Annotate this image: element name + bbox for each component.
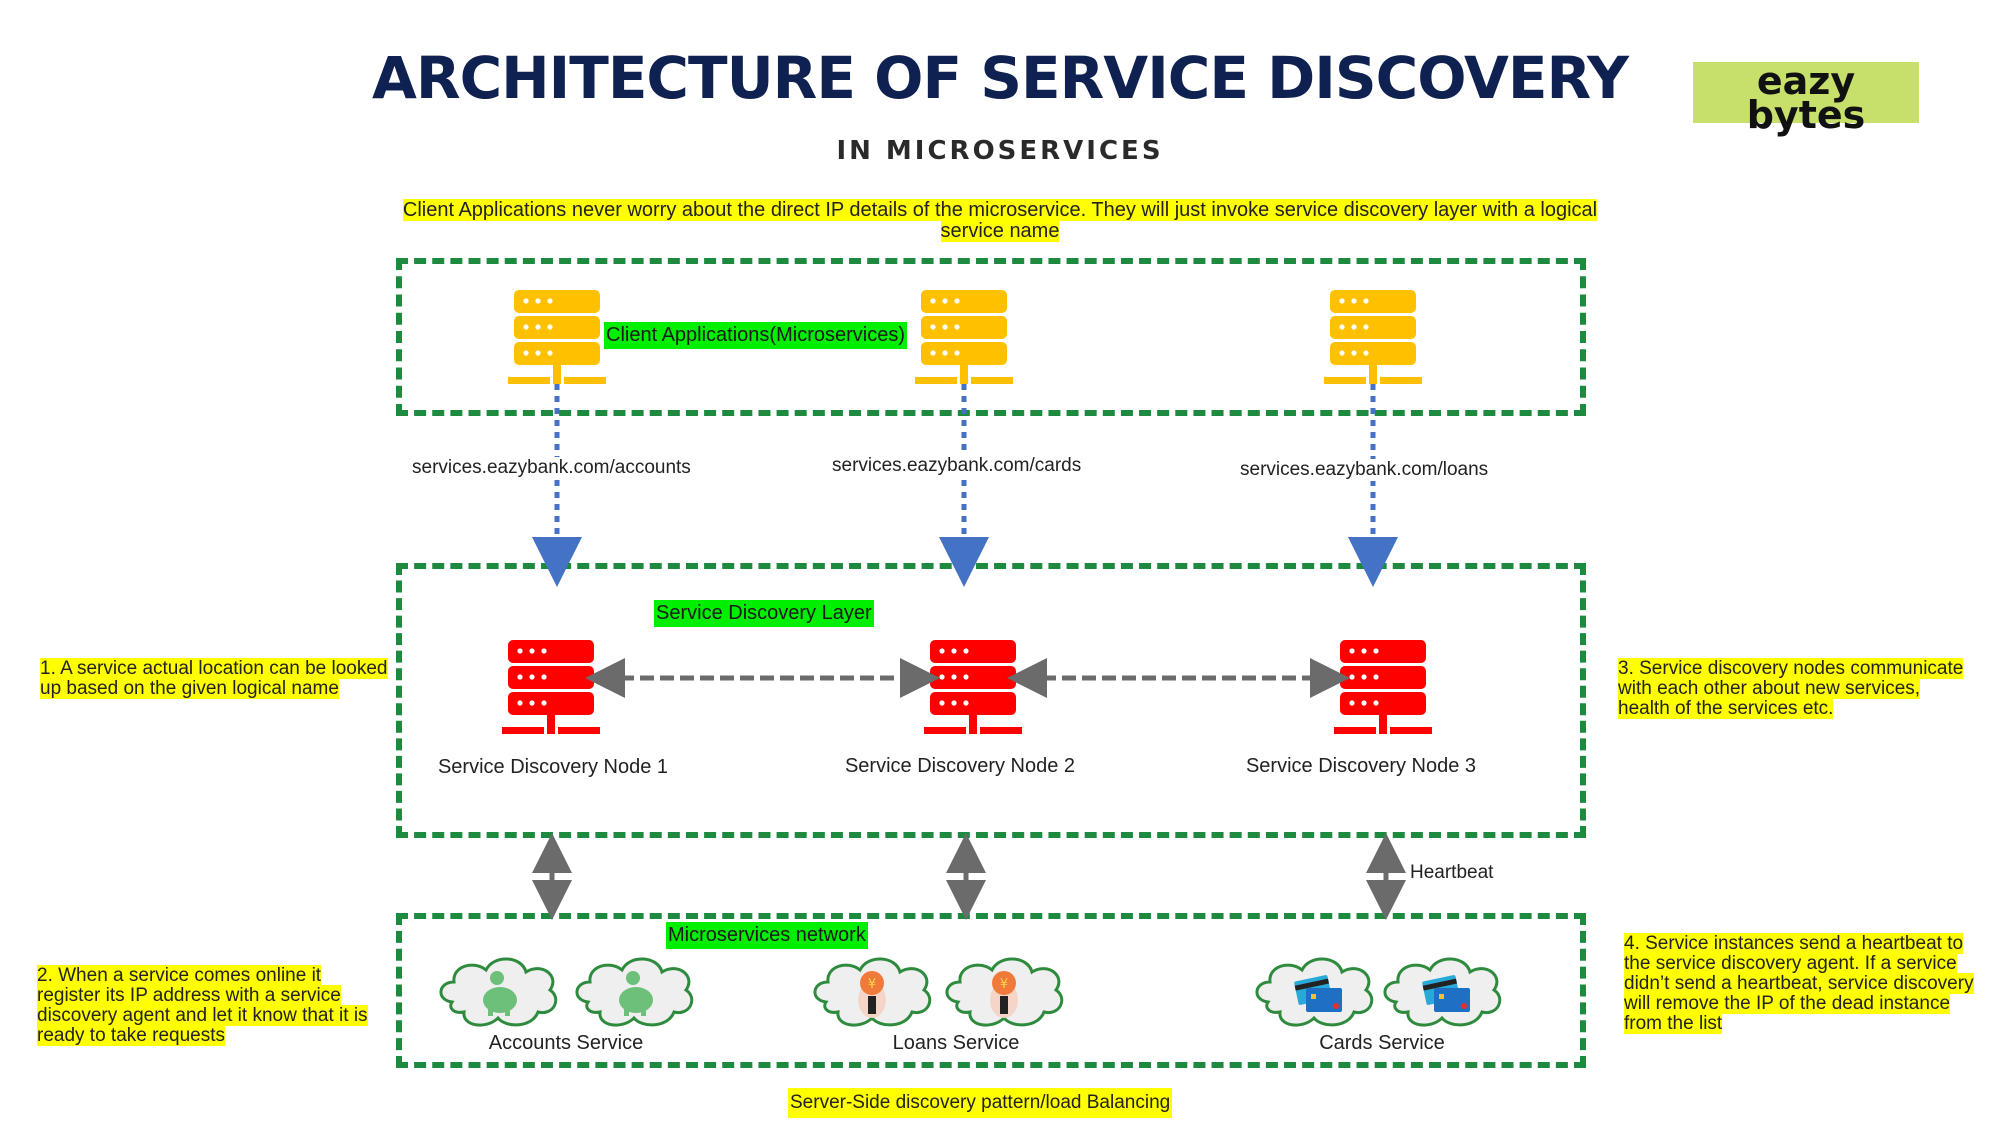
piggy-bank-icon — [619, 971, 653, 1016]
footer-pattern-note: Server-Side discovery pattern/load Balan… — [788, 1088, 1173, 1118]
client-server-icon-1 — [508, 290, 606, 384]
intro-note: Client Applications never worry about th… — [400, 199, 1600, 242]
credit-card-icon — [1294, 975, 1342, 1012]
piggy-bank-icon — [483, 971, 517, 1016]
note-2: 2. When a service comes online it regist… — [37, 965, 368, 1046]
url-cards: services.eazybank.com/cards — [832, 455, 1082, 477]
coin-carrier-icon: ¥ — [990, 971, 1018, 1018]
heartbeat-label: Heartbeat — [1410, 862, 1494, 883]
note-4: 4. Service instances send a heartbeat to… — [1624, 933, 1974, 1034]
service-label-cards: Cards Service — [1319, 1032, 1445, 1054]
microservices-network-box — [396, 913, 1586, 1068]
page-subtitle: IN MICROSERVICES — [836, 136, 1164, 166]
coin-carrier-icon: ¥ — [858, 971, 886, 1018]
note-1: 1. A service actual location can be look… — [40, 658, 388, 699]
client-server-icon-2 — [915, 290, 1013, 384]
service-label-loans: Loans Service — [892, 1032, 1020, 1054]
service-discovery-box — [396, 563, 1586, 838]
discovery-node-icon-2 — [924, 640, 1022, 734]
service-discovery-layer-tag: Service Discovery Layer — [654, 600, 874, 627]
svg-text:¥: ¥ — [868, 977, 876, 992]
microservices-network-tag: Microservices network — [666, 922, 868, 949]
service-label-accounts: Accounts Service — [488, 1032, 644, 1054]
logo-line-1: eazy — [1756, 59, 1856, 103]
discovery-node-icon-1 — [502, 640, 600, 734]
page-title: ARCHITECTURE OF SERVICE DISCOVERY — [372, 44, 1629, 112]
client-server-icon-3 — [1324, 290, 1422, 384]
discovery-node-label-3: Service Discovery Node 3 — [1245, 755, 1477, 777]
client-applications-box — [396, 258, 1586, 416]
discovery-node-label-2: Service Discovery Node 2 — [844, 755, 1076, 777]
svg-text:¥: ¥ — [1000, 977, 1008, 992]
note-3: 3. Service discovery nodes communicate w… — [1618, 658, 1964, 719]
credit-card-icon — [1422, 975, 1470, 1012]
url-loans: services.eazybank.com/loans — [1240, 459, 1489, 481]
discovery-node-label-1: Service Discovery Node 1 — [437, 756, 669, 778]
url-accounts: services.eazybank.com/accounts — [412, 457, 691, 479]
eazybytes-logo: eazy bytes — [1693, 59, 1919, 134]
logo-line-2: bytes — [1746, 93, 1866, 137]
discovery-node-icon-3 — [1334, 640, 1432, 734]
client-applications-tag: Client Applications(Microservices) — [604, 322, 907, 349]
